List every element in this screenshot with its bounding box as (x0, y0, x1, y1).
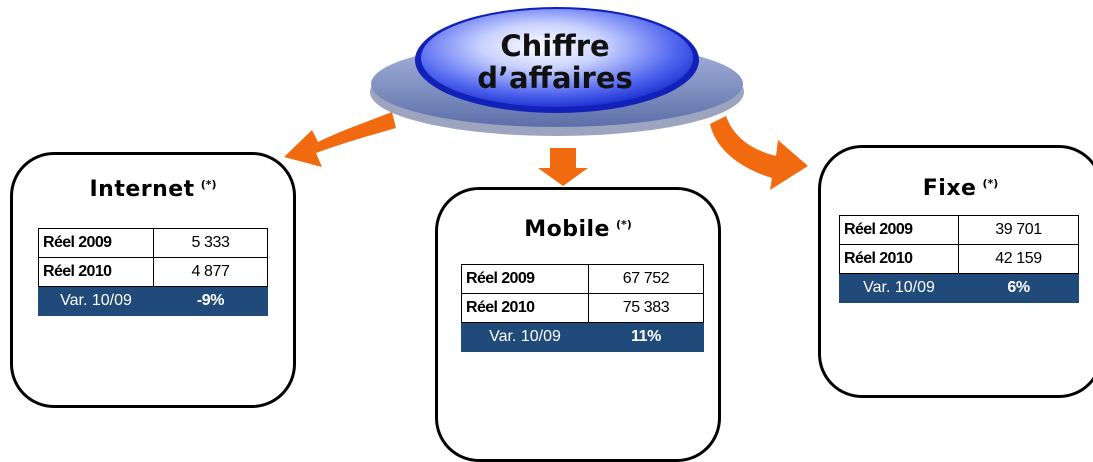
row-label: Réel 2010 (839, 244, 959, 274)
mobile-table: Réel 2009 67 752 Réel 2010 75 383 Var. 1… (461, 264, 704, 352)
hub-title: Chiffre d’affaires (450, 30, 660, 94)
row-label: Réel 2010 (38, 257, 154, 287)
table-row: Réel 2010 4 877 (38, 257, 268, 287)
row-label: Réel 2009 (839, 215, 959, 245)
internet-note: (*) (200, 178, 217, 191)
hub-title-line1: Chiffre (500, 29, 610, 63)
variation-value: 11% (588, 322, 704, 352)
arrow-left-icon (284, 112, 396, 167)
row-value: 42 159 (958, 244, 1079, 274)
fixe-box: Fixe (*) Réel 2009 39 701 Réel 2010 42 15… (818, 145, 1093, 398)
row-value: 5 333 (153, 228, 268, 258)
table-row: Réel 2009 67 752 (461, 264, 704, 294)
row-value: 39 701 (958, 215, 1079, 245)
variation-value: -9% (153, 286, 268, 316)
mobile-note: (*) (615, 218, 632, 231)
row-value: 4 877 (153, 257, 268, 287)
row-label: Réel 2010 (461, 293, 589, 323)
internet-table: Réel 2009 5 333 Réel 2010 4 877 Var. 10/… (38, 228, 268, 316)
internet-box: Internet (*) Réel 2009 5 333 Réel 2010 4 … (10, 152, 296, 408)
fixe-title-text: Fixe (922, 176, 977, 201)
diagram-art (284, 7, 808, 190)
mobile-box: Mobile (*) Réel 2009 67 752 Réel 2010 75 … (435, 187, 721, 462)
arrow-right-icon (710, 116, 808, 190)
table-row: Réel 2009 39 701 (839, 215, 1079, 245)
hub-title-line2: d’affaires (477, 61, 633, 95)
variation-value: 6% (958, 273, 1079, 303)
variation-label: Var. 10/09 (839, 273, 959, 303)
row-value: 67 752 (588, 264, 704, 294)
variation-row: Var. 10/09 -9% (38, 286, 268, 316)
table-row: Réel 2010 42 159 (839, 244, 1079, 274)
row-label: Réel 2009 (38, 228, 154, 258)
variation-row: Var. 10/09 6% (839, 273, 1079, 303)
arrow-down-icon (538, 148, 588, 186)
mobile-title: Mobile (*) (438, 217, 718, 242)
fixe-table: Réel 2009 39 701 Réel 2010 42 159 Var. 1… (839, 215, 1079, 303)
fixe-title: Fixe (*) (821, 176, 1093, 201)
row-value: 75 383 (588, 293, 704, 323)
variation-row: Var. 10/09 11% (461, 322, 704, 352)
internet-title-text: Internet (89, 177, 195, 202)
internet-title: Internet (*) (13, 177, 293, 202)
hub-ellipse (370, 7, 744, 136)
fixe-note: (*) (982, 177, 999, 190)
table-row: Réel 2009 5 333 (38, 228, 268, 258)
variation-label: Var. 10/09 (461, 322, 589, 352)
variation-label: Var. 10/09 (38, 286, 154, 316)
row-label: Réel 2009 (461, 264, 589, 294)
table-row: Réel 2010 75 383 (461, 293, 704, 323)
mobile-title-text: Mobile (524, 217, 610, 242)
